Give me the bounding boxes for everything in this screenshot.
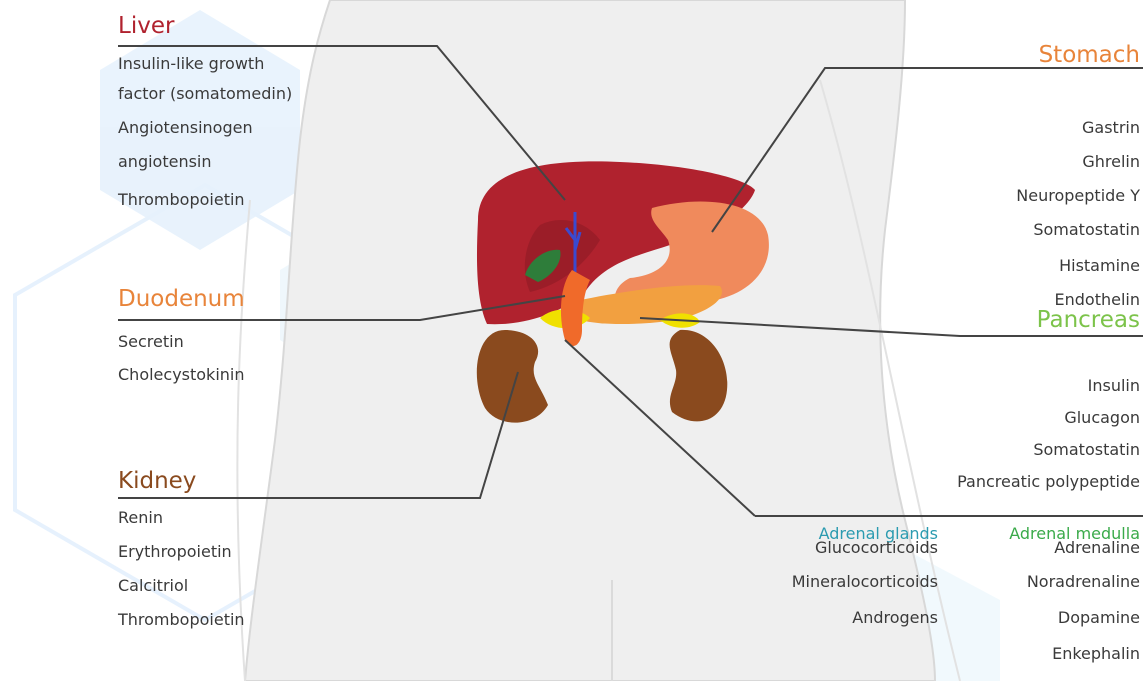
adrenal-medulla-hormone: Enkephalin <box>1052 644 1140 664</box>
stomach-hormone: Somatostatin <box>1033 220 1140 240</box>
kidney-hormone: Thrombopoietin <box>118 610 245 630</box>
adrenal-medulla-hormone: Dopamine <box>1058 608 1140 628</box>
pancreas-hormone: Insulin <box>1088 376 1140 396</box>
pancreas-hormone: Pancreatic polypeptide <box>957 472 1140 492</box>
left-arm-outline <box>237 200 250 681</box>
duodenum-hormone: Cholecystokinin <box>118 365 245 385</box>
stomach-hormone: Gastrin <box>1082 118 1140 138</box>
kidney-title: Kidney <box>118 468 196 494</box>
adrenal-glands-hormone: Androgens <box>852 608 938 628</box>
duodenum-hormone: Secretin <box>118 332 184 352</box>
liver-hormone: factor (somatomedin) <box>118 84 292 104</box>
pancreas-title: Pancreas <box>1037 307 1140 333</box>
liver-hormone: Insulin-like growth <box>118 54 264 74</box>
liver-hormone: angiotensin <box>118 152 212 172</box>
adrenal-glands-hormone: Mineralocorticoids <box>792 572 938 592</box>
pancreas-hormone: Glucagon <box>1064 408 1140 428</box>
liver-hormone: Thrombopoietin <box>118 190 245 210</box>
adrenal-medulla-hormone: Adrenaline <box>1054 538 1140 558</box>
kidney-hormone: Erythropoietin <box>118 542 232 562</box>
duodenum-title: Duodenum <box>118 286 245 312</box>
kidney-hormone: Calcitriol <box>118 576 188 596</box>
stomach-title: Stomach <box>1039 42 1140 68</box>
pancreas-hormone: Somatostatin <box>1033 440 1140 460</box>
adrenal-glands-hormone: Glucocorticoids <box>815 538 938 558</box>
stomach-hormone: Ghrelin <box>1082 152 1140 172</box>
liver-hormone: Angiotensinogen <box>118 118 253 138</box>
stomach-hormone: Histamine <box>1059 256 1140 276</box>
liver-title: Liver <box>118 13 174 39</box>
adrenal-medulla-hormone: Noradrenaline <box>1027 572 1140 592</box>
kidney-hormone: Renin <box>118 508 163 528</box>
stomach-hormone: Neuropeptide Y <box>1016 186 1140 206</box>
